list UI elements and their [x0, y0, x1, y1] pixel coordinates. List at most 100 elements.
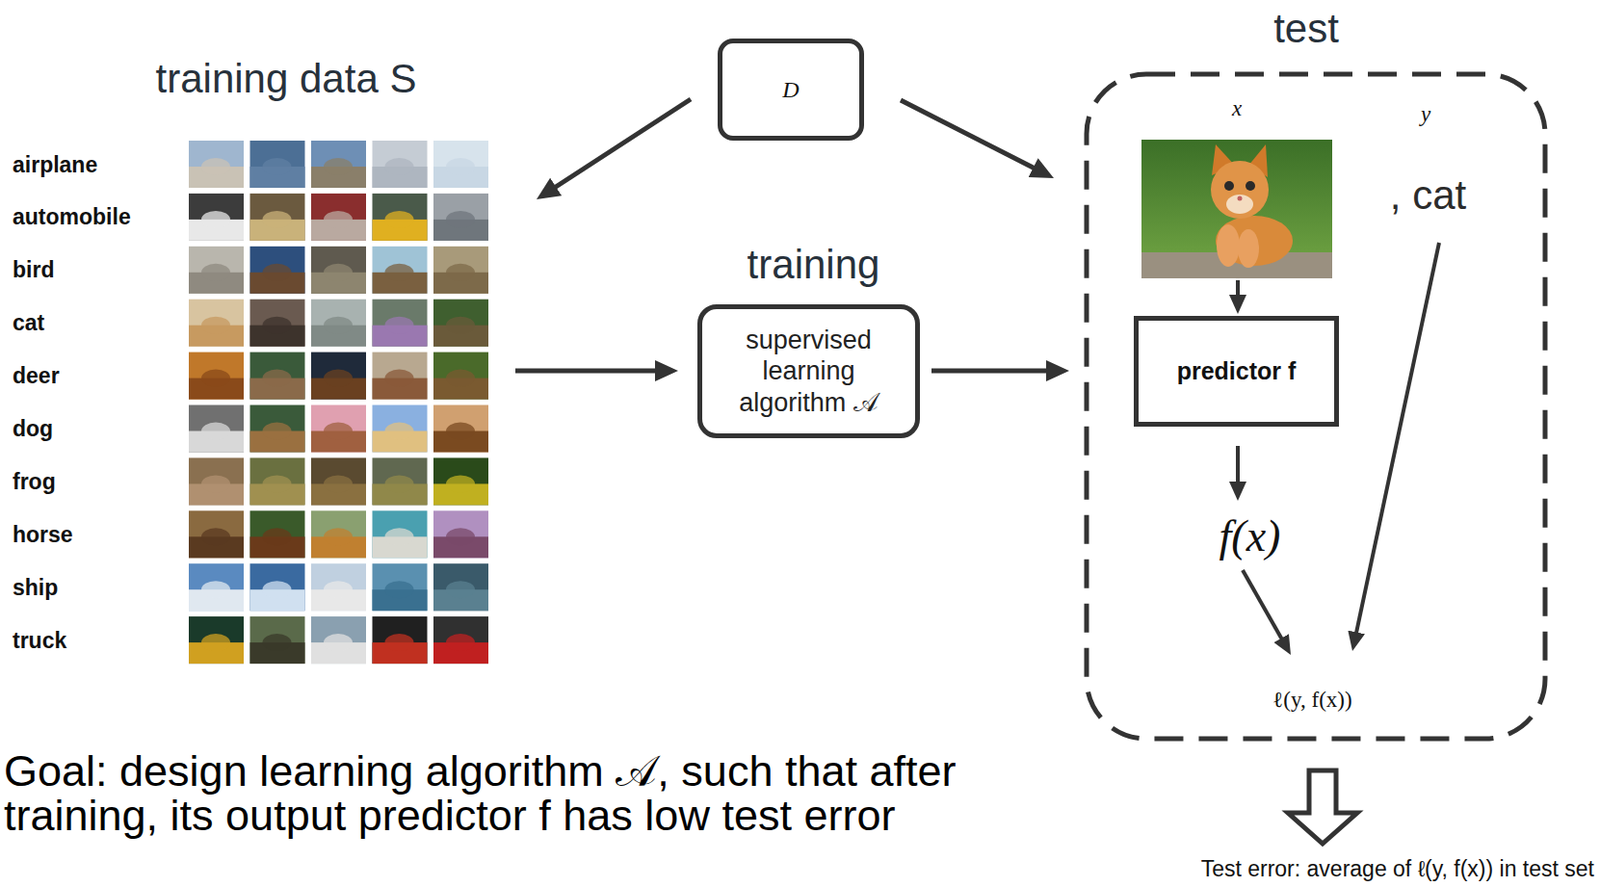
- algorithm-box: trainingsupervised learning algorithm 𝒜: [697, 304, 920, 439]
- photo-background: [1141, 139, 1333, 279]
- thumbnail: [372, 193, 428, 241]
- thumbnail: [250, 246, 306, 294]
- thumbnail-top: [372, 299, 428, 347]
- thumbnail-top: [250, 299, 306, 347]
- thumbnail: [433, 352, 489, 400]
- thumbnail-top: [372, 457, 428, 505]
- thumbnail-subject: [323, 422, 353, 441]
- thumbnail: [372, 352, 428, 400]
- thumbnail-subject: [201, 580, 231, 599]
- label-node: y, cat: [1372, 171, 1484, 220]
- thumbnail: [188, 140, 244, 188]
- thumbnail-subject: [445, 369, 475, 388]
- thumbnail-subject: [323, 580, 353, 599]
- thumbnail-top: [372, 405, 428, 453]
- thumbnail: [188, 299, 244, 347]
- thumbnail: [433, 616, 489, 664]
- thumbnail-subject: [385, 527, 415, 546]
- thumbnail-top: [188, 193, 244, 241]
- prediction-node: f(x): [1194, 510, 1306, 561]
- class-name: dog: [12, 416, 53, 443]
- thumbnail-top: [433, 405, 489, 453]
- thumbnail-subject: [262, 474, 292, 493]
- thumbnail-subject: [201, 369, 231, 388]
- thumbnail-top: [250, 563, 306, 611]
- thumbnail-subject: [201, 157, 231, 176]
- thumbnail: [433, 193, 489, 241]
- thumbnail-subject: [385, 210, 415, 229]
- thumbnail-top: [250, 193, 306, 241]
- thumbnail-top: [433, 140, 489, 188]
- thumbnail: [250, 405, 306, 453]
- thumbnail-subject: [385, 316, 415, 335]
- thumbnail: [372, 510, 428, 558]
- thumbnail-subject: [262, 369, 292, 388]
- arrow: [1242, 570, 1283, 640]
- thumbnail-subject: [201, 633, 231, 652]
- thumbnail-top: [311, 616, 367, 664]
- cat-muzzle: [1226, 194, 1254, 214]
- thumbnail-top: [433, 563, 489, 611]
- class-name: bird: [12, 257, 54, 284]
- arrow: [1356, 242, 1440, 634]
- thumbnail-subject: [385, 633, 415, 652]
- thumbnail-top: [372, 140, 428, 188]
- thumbnail: [311, 246, 367, 294]
- thumbnail: [311, 563, 367, 611]
- distribution-box: D: [717, 38, 865, 141]
- thumbnail-subject: [445, 527, 475, 546]
- arrow: [1235, 445, 1240, 484]
- loss-node: ℓ(y, f(x)): [1247, 683, 1378, 717]
- thumbnail: [188, 246, 244, 294]
- thumbnail: [250, 193, 306, 241]
- thumbnail-top: [311, 563, 367, 611]
- arrow: [1235, 280, 1240, 297]
- thumbnail-subject: [262, 316, 292, 335]
- thumbnail-top: [311, 246, 367, 294]
- thumbnail-top: [188, 246, 244, 294]
- thumbnail-top: [250, 246, 306, 294]
- node-heading: training: [747, 241, 881, 289]
- thumbnail: [433, 140, 489, 188]
- arrow: [515, 368, 657, 374]
- thumbnail-top: [250, 616, 306, 664]
- thumbnail: [311, 352, 367, 400]
- thumbnail-top: [433, 246, 489, 294]
- input-image-node: x: [1141, 139, 1333, 279]
- class-name: automobile: [12, 204, 132, 231]
- thumbnail-top: [311, 193, 367, 241]
- node-text: predictor f: [1177, 357, 1297, 386]
- thumbnail: [311, 405, 367, 453]
- thumbnail: [433, 457, 489, 505]
- thumbnail-top: [372, 246, 428, 294]
- class-name: horse: [12, 521, 74, 548]
- thumbnail: [372, 140, 428, 188]
- thumbnail-top: [311, 299, 367, 347]
- test-panel: testxy, catpredictor ff(x)ℓ(y, f(x)): [1083, 71, 1548, 742]
- cat-eye: [1224, 181, 1234, 191]
- class-name: ship: [12, 574, 58, 601]
- thumbnail: [311, 299, 367, 347]
- thumbnail-subject: [323, 263, 353, 282]
- thumbnail: [372, 457, 428, 505]
- thumbnail-subject: [262, 527, 292, 546]
- thumbnail: [188, 510, 244, 558]
- class-name: cat: [12, 310, 45, 337]
- thumbnail: [433, 246, 489, 294]
- thumbnail-top: [188, 140, 244, 188]
- thumbnail-top: [311, 510, 367, 558]
- thumbnail-top: [188, 510, 244, 558]
- thumbnail: [433, 405, 489, 453]
- thumbnail-top: [250, 510, 306, 558]
- thumbnail-top: [311, 140, 367, 188]
- thumbnail: [188, 193, 244, 241]
- thumbnail: [250, 616, 306, 664]
- thumbnail: [311, 193, 367, 241]
- thumbnail-subject: [201, 474, 231, 493]
- thumbnail-subject: [445, 580, 475, 599]
- test-error-node: Test error: average of ℓ(y, f(x)) in tes…: [1059, 853, 1595, 885]
- thumbnail-subject: [201, 210, 231, 229]
- thumbnail-top: [250, 457, 306, 505]
- thumbnail-subject: [445, 157, 475, 176]
- arrow: [553, 99, 691, 188]
